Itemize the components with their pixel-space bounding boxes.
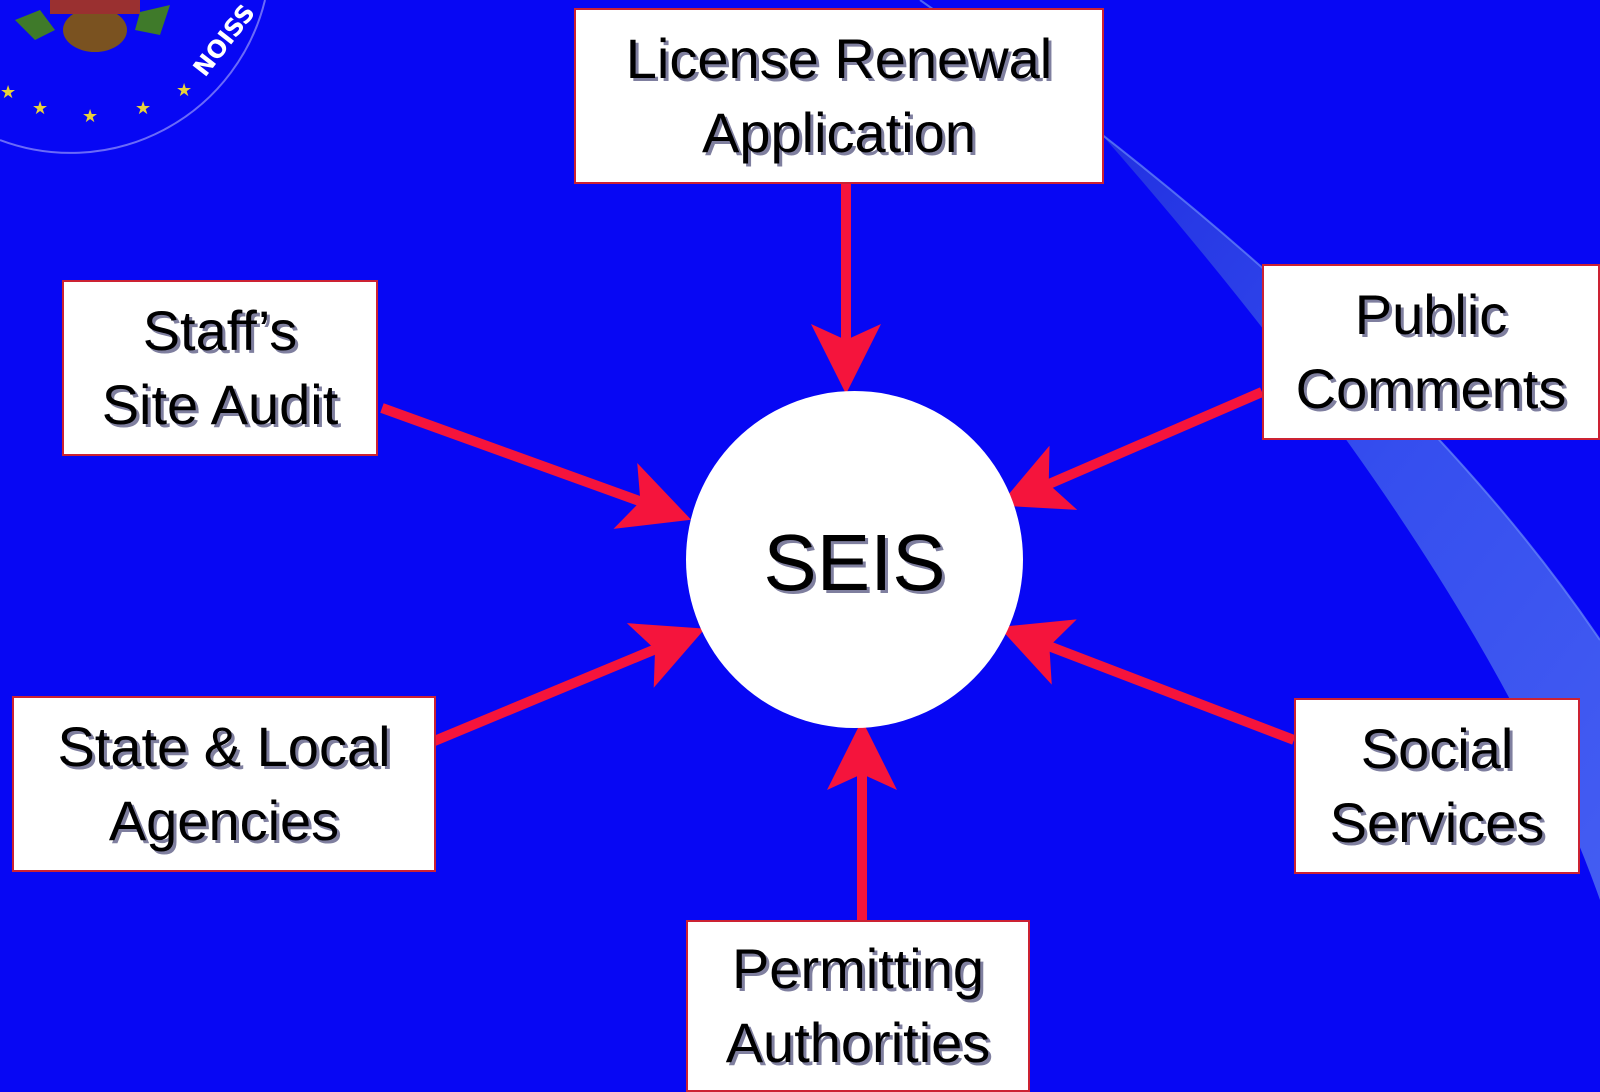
license-renewal-box: License Renewal Application xyxy=(574,8,1104,184)
svg-text:★: ★ xyxy=(82,106,98,127)
state-local-agencies-line-1: State & Local xyxy=(57,715,391,778)
staff-site-audit-line-2: Site Audit xyxy=(101,373,339,436)
seis-node: SEIS xyxy=(686,391,1023,728)
public-comments-box: Public Comments xyxy=(1262,264,1600,440)
state-local-agencies-line-2: Agencies xyxy=(108,789,340,852)
permitting-authorities-line-2: Authorities xyxy=(725,1011,991,1074)
public-comments-line-1: Public xyxy=(1354,283,1508,346)
arrows xyxy=(380,184,1296,920)
arrow-from-public-comments xyxy=(999,387,1264,510)
svg-text:★: ★ xyxy=(135,98,151,119)
permitting-authorities-box: Permitting Authorities xyxy=(686,920,1030,1092)
arrow-from-state-local-agencies xyxy=(430,623,705,747)
state-local-agencies-box: State & Local Agencies xyxy=(12,696,436,872)
agency-seal-icon: ★ ★ ★ ★ ★ NOISS xyxy=(0,0,266,154)
seis-label: SEIS xyxy=(763,517,946,607)
svg-text:★: ★ xyxy=(0,82,16,103)
social-services-box: Social Services xyxy=(1294,698,1580,874)
staff-site-audit-box: Staff’s Site Audit xyxy=(62,280,378,456)
public-comments-line-2: Comments xyxy=(1295,357,1567,420)
svg-text:★: ★ xyxy=(176,80,192,101)
social-services-line-1: Social xyxy=(1360,717,1514,780)
permitting-authorities-line-1: Permitting xyxy=(731,937,985,1000)
svg-text:★: ★ xyxy=(32,98,48,119)
license-renewal-line-2: Application xyxy=(702,101,976,164)
staff-site-audit-line-1: Staff’s xyxy=(142,299,298,362)
arrow-from-social-services xyxy=(998,619,1296,745)
social-services-line-2: Services xyxy=(1329,791,1545,854)
arrow-from-staff-site-audit xyxy=(380,403,692,529)
license-renewal-line-1: License Renewal xyxy=(625,27,1053,90)
